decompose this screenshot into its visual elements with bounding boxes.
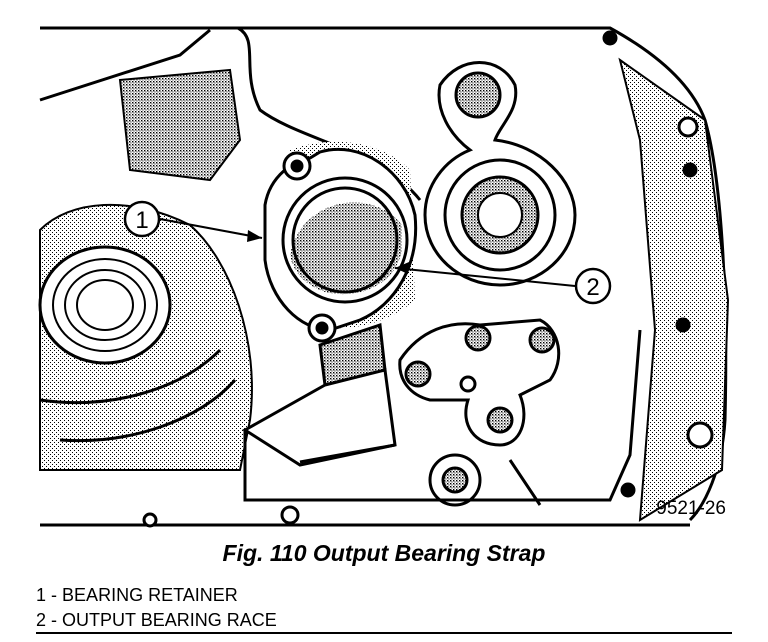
callout-1: 1 bbox=[123, 200, 263, 242]
bottom-bolt bbox=[428, 453, 482, 507]
legend-item-number: 2 bbox=[36, 610, 47, 630]
lower-frame bbox=[243, 329, 642, 506]
legend: 1 - BEARING RETAINER 2 - OUTPUT BEARING … bbox=[36, 583, 277, 633]
small-holes bbox=[142, 505, 300, 528]
callout-1-number: 1 bbox=[135, 207, 148, 234]
callout-2-number: 2 bbox=[586, 274, 599, 301]
figure-reference-number: 9521-26 bbox=[656, 498, 726, 519]
case-flange bbox=[618, 57, 730, 522]
figure-caption: Fig. 110 Output Bearing Strap bbox=[222, 540, 546, 566]
callout-2: 2 bbox=[394, 262, 612, 305]
technical-illustration: 1 2 bbox=[38, 26, 730, 528]
lower-plate bbox=[398, 318, 561, 447]
lower-left-arc bbox=[39, 348, 237, 443]
output-bearing-race bbox=[281, 176, 409, 304]
shift-bracket bbox=[242, 322, 397, 467]
legend-item: 1 - BEARING RETAINER bbox=[36, 583, 277, 608]
legend-item: 2 - OUTPUT BEARING RACE bbox=[36, 608, 277, 633]
flange-bolt-holes bbox=[602, 30, 714, 498]
legend-item-number: 1 bbox=[36, 585, 47, 605]
bottom-rule bbox=[36, 632, 732, 634]
legend-item-separator: - bbox=[51, 610, 58, 630]
input-shaft-bearing bbox=[38, 245, 172, 365]
upper-bearing-bore bbox=[423, 61, 577, 287]
legend-item-label: BEARING RETAINER bbox=[62, 585, 238, 605]
legend-item-separator: - bbox=[51, 585, 58, 605]
housing-shading-upper bbox=[118, 68, 242, 182]
legend-item-label: OUTPUT BEARING RACE bbox=[62, 610, 277, 630]
